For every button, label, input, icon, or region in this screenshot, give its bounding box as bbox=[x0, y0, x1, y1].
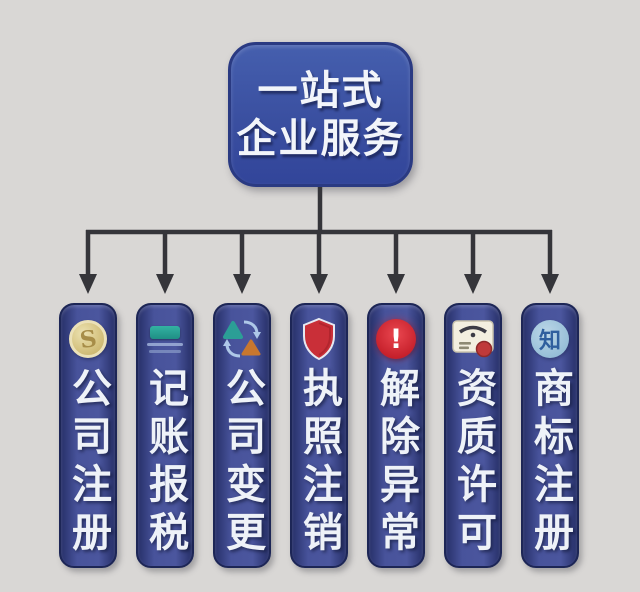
coin-glyph: S bbox=[77, 324, 99, 354]
alert-exclamation-icon: ! bbox=[376, 313, 416, 365]
arrowhead-icon bbox=[310, 274, 328, 294]
connector-tree bbox=[79, 187, 559, 294]
service-node-company-registration: S 公司注册 bbox=[59, 303, 117, 568]
root-node-title-line2: 企业服务 bbox=[236, 115, 405, 162]
root-node: 一站式 企业服务 bbox=[228, 42, 413, 187]
service-label: 资质许可 bbox=[450, 367, 496, 559]
service-node-company-change: 公司变更 bbox=[213, 303, 271, 568]
service-node-trademark-registration: 知 商标注册 bbox=[521, 303, 579, 568]
coin-icon: S bbox=[69, 313, 107, 365]
arrowhead-icon bbox=[387, 274, 405, 294]
service-label: 执照注销 bbox=[296, 367, 342, 559]
ledger-cover bbox=[150, 325, 180, 339]
root-node-title-line1: 一站式 bbox=[257, 67, 384, 114]
service-label: 解除异常 bbox=[373, 367, 419, 559]
certificate-seal-icon bbox=[450, 313, 496, 365]
arrowhead-icon bbox=[79, 274, 97, 294]
ledger-shape bbox=[145, 325, 185, 353]
exchange-arrows-icon bbox=[219, 313, 265, 365]
trademark-shape: 知 bbox=[531, 320, 569, 358]
alert-glyph: ! bbox=[389, 323, 403, 355]
service-label: 公司变更 bbox=[219, 367, 265, 559]
ledger-page-line bbox=[149, 349, 181, 353]
service-label: 公司注册 bbox=[65, 367, 111, 559]
arrowhead-icon bbox=[233, 274, 251, 294]
ledger-page-line bbox=[147, 342, 183, 346]
arrowhead-icon bbox=[464, 274, 482, 294]
exchange-arrows-shape bbox=[223, 320, 261, 358]
service-node-bookkeeping-tax: 记账报税 bbox=[136, 303, 194, 568]
arrowhead-icon bbox=[156, 274, 174, 294]
trademark-circle-icon: 知 bbox=[531, 313, 569, 365]
service-node-abnormality-removal: ! 解除异常 bbox=[367, 303, 425, 568]
shield-icon bbox=[298, 313, 340, 365]
service-node-license-cancellation: 执照注销 bbox=[290, 303, 348, 568]
service-label: 记账报税 bbox=[142, 367, 188, 559]
shield-shape bbox=[303, 317, 335, 361]
certificate-shape bbox=[452, 320, 494, 358]
coin-shape: S bbox=[69, 320, 107, 358]
arrowhead-icon bbox=[541, 274, 559, 294]
ledger-icon bbox=[145, 313, 185, 365]
service-label: 商标注册 bbox=[527, 367, 573, 559]
trademark-glyph: 知 bbox=[538, 329, 561, 354]
service-node-qualification-license: 资质许可 bbox=[444, 303, 502, 568]
alert-shape: ! bbox=[376, 319, 416, 359]
